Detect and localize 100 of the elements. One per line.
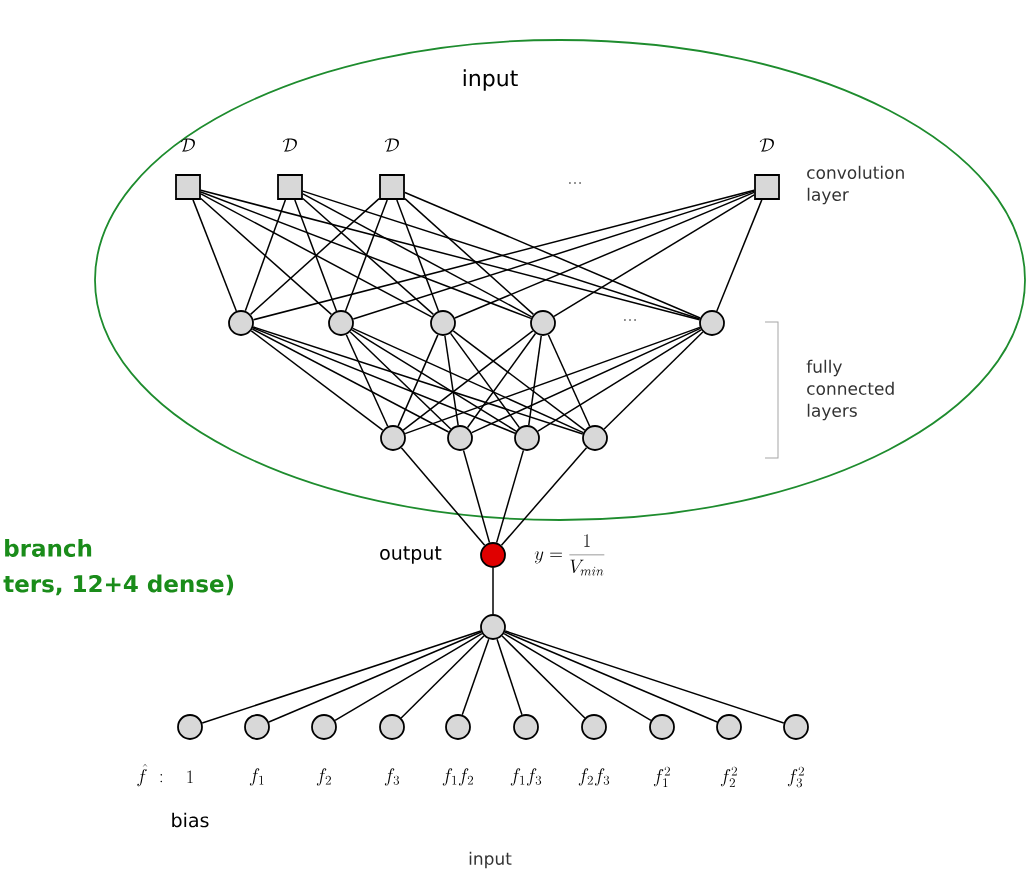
connection-line [603,331,704,430]
math-label: $f_3^2$ [787,766,804,788]
connection-line [396,199,440,312]
neuron-circle [699,310,725,336]
neuron-circle [447,425,473,451]
connection-line [200,191,532,320]
neuron-circle [445,714,471,740]
connection-line [252,327,516,434]
connection-line [352,327,584,434]
connection-line [294,199,338,312]
connection-line [471,327,701,434]
neuron-circle [581,714,607,740]
output-neuron [480,542,506,568]
connection-line [201,630,482,724]
connection-line [553,194,755,318]
connection-line [192,199,238,312]
math-label: $f_1$ [249,768,264,786]
connection-line [397,334,439,427]
neuron-circle [530,310,556,336]
connection-line [716,199,763,312]
connection-line [200,193,433,318]
connection-line [501,635,586,719]
annotation-text: branch [5,539,92,557]
annotation-text: ters, 12+4 dense) [3,574,234,596]
math-label: $\mathcal{D}$ [282,138,297,152]
connection-line [302,197,435,316]
neuron-circle [228,310,254,336]
neuron-circle [480,614,506,640]
neuron-circle [649,714,675,740]
connection-line [503,632,652,722]
connection-line [495,449,525,544]
connection-line [251,328,450,433]
connection-line [400,635,485,719]
square-unit [175,174,201,200]
neuron-circle [716,714,742,740]
math-label: $f_1 f_3$ [510,768,542,786]
math-label: $\hat{f}\ :$ [137,764,163,787]
connection-line [349,331,452,430]
annotation-text: convolution layer [807,165,904,205]
connection-line [344,199,388,312]
connection-line [400,447,486,546]
connection-line [345,334,389,427]
square-unit [379,174,405,200]
annotation-text: input [469,851,512,869]
connection-line [504,630,785,724]
neuron-circle [311,714,337,740]
connection-line [528,335,542,426]
annotation-text: fully connected layers [806,359,894,421]
connection-line [252,189,755,321]
ellipsis: ... [569,182,581,184]
connection-line [504,631,718,723]
connection-line [404,326,701,435]
neuron-circle [177,714,203,740]
math-label: $y = \frac{1}{V_{min}}$ [534,534,605,576]
math-label: $f_1 f_2$ [442,768,473,786]
connection-line [402,330,534,431]
math-label: $\mathcal{D}$ [384,138,399,152]
connection-line [500,446,588,547]
connection-line [302,193,533,318]
math-label: $1$ [187,770,193,784]
connection-line [334,632,483,722]
connection-line [200,197,333,316]
connection-line [250,330,384,431]
connection-line [404,191,701,319]
math-label: $f_2 f_3$ [578,768,610,786]
neuron-circle [582,425,608,451]
connection-line [492,567,494,615]
math-label: $f_3$ [384,768,400,786]
connection-line [444,335,459,426]
connection-line [268,631,482,723]
neuron-circle [783,714,809,740]
math-label: $f_2^2$ [720,766,737,788]
neuron-circle [380,425,406,451]
connection-line [461,638,490,716]
connection-line [352,190,755,320]
connection-line [496,638,523,716]
connection-line [466,332,537,429]
connection-line [462,449,491,544]
math-label: $\mathcal{D}$ [180,138,195,152]
connection-line [351,329,517,432]
connection-line [454,191,755,319]
node-label: bias [172,812,209,828]
connection-line [449,332,521,429]
square-unit [754,174,780,200]
math-label: $f_1^2$ [653,766,670,788]
neuron-circle [513,714,539,740]
neuron-circle [514,425,540,451]
connection-line [537,329,702,432]
connection-line [452,330,586,431]
connection-line [200,189,701,321]
node-label: output [380,546,442,564]
math-label: $f_2$ [316,768,331,786]
math-label: $\mathcal{D}$ [759,138,774,152]
connection-line [404,197,535,316]
connection-line [302,190,701,320]
square-unit [277,174,303,200]
neuron-circle [244,714,270,740]
connection-line [252,326,584,435]
connection-line [249,197,380,316]
neuron-circle [328,310,354,336]
